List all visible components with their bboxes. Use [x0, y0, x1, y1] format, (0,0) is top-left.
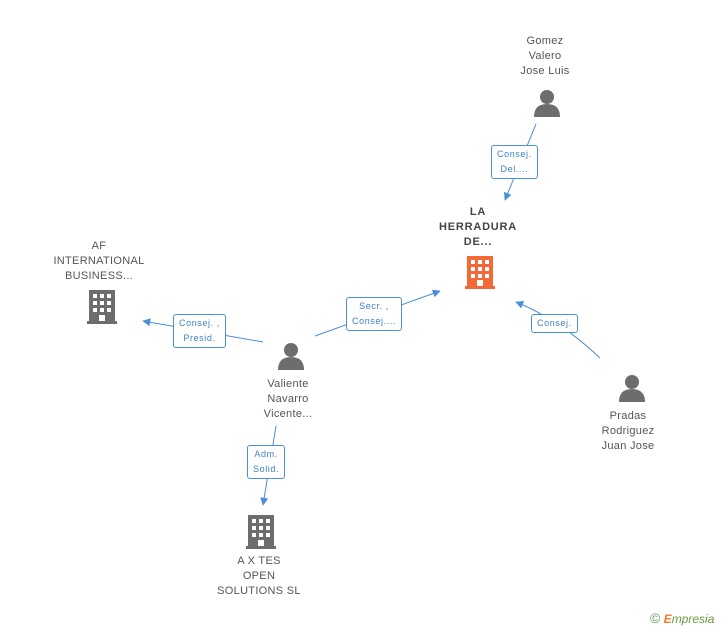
- pradas-label-line: Juan Jose: [601, 440, 655, 452]
- axtes-label[interactable]: A X TES OPEN SOLUTIONS SL: [199, 554, 319, 599]
- axtes-label-line: OPEN: [242, 570, 276, 582]
- gomez-label-line: Valero: [528, 50, 562, 62]
- edge-label-line: Presid.: [183, 333, 216, 343]
- valiente-label-line: Navarro: [267, 393, 309, 405]
- copyright-icon: ©: [650, 610, 661, 626]
- edge-label-line: Solid.: [253, 464, 280, 474]
- edge-label-line: Consej.: [537, 318, 572, 328]
- focus-company-label-line: HERRADURA: [438, 221, 518, 233]
- edge-label-line: Secr. ,: [359, 301, 389, 311]
- axtes-label-line: A X TES: [237, 555, 281, 567]
- gomez-label-line: Gomez: [526, 35, 564, 47]
- pradas-label[interactable]: Pradas Rodriguez Juan Jose: [568, 409, 688, 454]
- pradas-label-line: Rodriguez: [601, 425, 655, 437]
- edge-label-line: Del....: [500, 164, 529, 174]
- gomez-label[interactable]: Gomez Valero Jose Luis: [485, 34, 605, 79]
- edge-label-valiente-to-focus[interactable]: Secr. , Consej....: [346, 297, 403, 331]
- edge-label-valiente-to-af[interactable]: Consej. , Presid.: [173, 314, 226, 348]
- valiente-person-icon[interactable]: [278, 343, 304, 370]
- edge-label-line: Adm.: [254, 449, 278, 459]
- focus-company-label[interactable]: LA HERRADURA DE...: [418, 205, 538, 250]
- focus-company-label-line: DE...: [463, 236, 493, 248]
- af-international-label-line: INTERNATIONAL: [53, 255, 145, 267]
- edge-label-pradas-to-focus[interactable]: Consej.: [531, 314, 578, 333]
- af-international-label[interactable]: AF INTERNATIONAL BUSINESS...: [39, 239, 159, 284]
- pradas-label-line: Pradas: [609, 410, 647, 422]
- gomez-label-line: Jose Luis: [520, 65, 570, 77]
- valiente-label-line: Valiente: [267, 378, 309, 390]
- edge-label-line: Consej.: [497, 149, 532, 159]
- edge-label-gomez-to-focus[interactable]: Consej. Del....: [491, 145, 538, 179]
- empresia-logo: © Empresia: [650, 610, 714, 626]
- pradas-person-icon[interactable]: [619, 375, 645, 402]
- valiente-label-line: Vicente...: [263, 408, 313, 420]
- focus-company-building-icon[interactable]: [465, 256, 495, 290]
- focus-company-label-line: LA: [469, 206, 487, 218]
- edge-label-line: Consej. ,: [179, 318, 220, 328]
- axtes-label-line: SOLUTIONS SL: [217, 585, 301, 597]
- edge-label-valiente-to-axtes[interactable]: Adm. Solid.: [247, 445, 286, 479]
- af-international-building-icon[interactable]: [87, 290, 117, 324]
- gomez-person-icon[interactable]: [534, 90, 560, 117]
- edge-label-line: Consej....: [352, 316, 397, 326]
- axtes-building-icon[interactable]: [246, 515, 276, 549]
- brand-name: mpresia: [671, 612, 715, 626]
- af-international-label-line: BUSINESS...: [64, 270, 134, 282]
- af-international-label-line: AF: [91, 240, 107, 252]
- brand-initial: E: [663, 612, 672, 626]
- valiente-label[interactable]: Valiente Navarro Vicente...: [228, 377, 348, 422]
